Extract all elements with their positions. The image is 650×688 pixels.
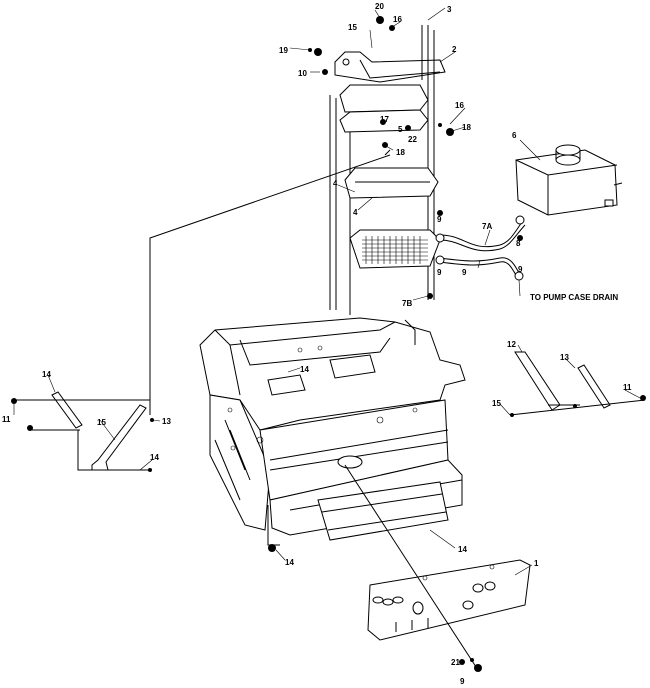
callout-21: 1 xyxy=(534,559,539,568)
callout-labels: 20 3 15 16 19 2 10 18 17 5 22 18 16 6 4 … xyxy=(2,2,632,686)
callout-6: 6 xyxy=(512,131,517,140)
callout-9-right: 9 xyxy=(518,265,523,274)
callout-14-left-a: 13 xyxy=(162,417,171,426)
callout-20: 20 xyxy=(375,2,384,11)
callout-14-top: 14 xyxy=(300,365,309,374)
callout-14-bottom: 14 xyxy=(285,558,294,567)
hydraulic-reservoir xyxy=(515,144,623,216)
left-lever-assembly xyxy=(11,391,276,552)
callout-5: 5 xyxy=(398,125,403,134)
callout-9-upper: 9 xyxy=(437,215,442,224)
callout-3: 3 xyxy=(447,5,452,14)
callout-9-mid: 9 xyxy=(437,268,442,277)
callout-2: 2 xyxy=(452,45,457,54)
callout-14-right: 15 xyxy=(492,399,501,408)
callout-22-bottom: 9 xyxy=(460,677,465,686)
cooler-fins xyxy=(362,236,428,264)
callout-8: 8 xyxy=(516,239,521,248)
bottom-cover-plate xyxy=(344,464,531,672)
pump-case-drain-note: TO PUMP CASE DRAIN xyxy=(530,293,618,302)
callout-16: 16 xyxy=(393,15,402,24)
callout-9-bottom: 21 xyxy=(451,658,460,667)
callout-18-lower: 18 xyxy=(396,148,405,157)
callout-14-left-b: 14 xyxy=(150,453,159,462)
callout-1: 14 xyxy=(458,545,467,554)
callout-12: 7B xyxy=(402,299,412,308)
callout-19: 19 xyxy=(279,46,288,55)
callout-18: 18 xyxy=(462,123,471,132)
callout-16-right: 16 xyxy=(455,101,464,110)
callout-11-left: 14 xyxy=(42,370,51,379)
callout-11-right: 13 xyxy=(560,353,569,362)
right-lever-assembly xyxy=(509,351,646,417)
callout-17: 17 xyxy=(380,115,389,124)
callout-7a: 7A xyxy=(482,222,492,231)
callout-13-left: 15 xyxy=(97,418,106,427)
callout-15-right: 11 xyxy=(623,383,632,392)
callout-13-right: 12 xyxy=(507,340,516,349)
leader-lines xyxy=(13,7,641,576)
callout-15: 15 xyxy=(348,23,357,32)
callout-4-upper: 4 xyxy=(333,179,338,188)
callout-22: 22 xyxy=(408,135,417,144)
callout-7b: 9 xyxy=(462,268,467,277)
callout-15-left: 11 xyxy=(2,415,11,424)
upper-mount-assembly xyxy=(149,16,526,415)
callout-10: 10 xyxy=(298,69,307,78)
main-frame xyxy=(199,317,466,546)
callout-4-lower: 4 xyxy=(353,208,358,217)
